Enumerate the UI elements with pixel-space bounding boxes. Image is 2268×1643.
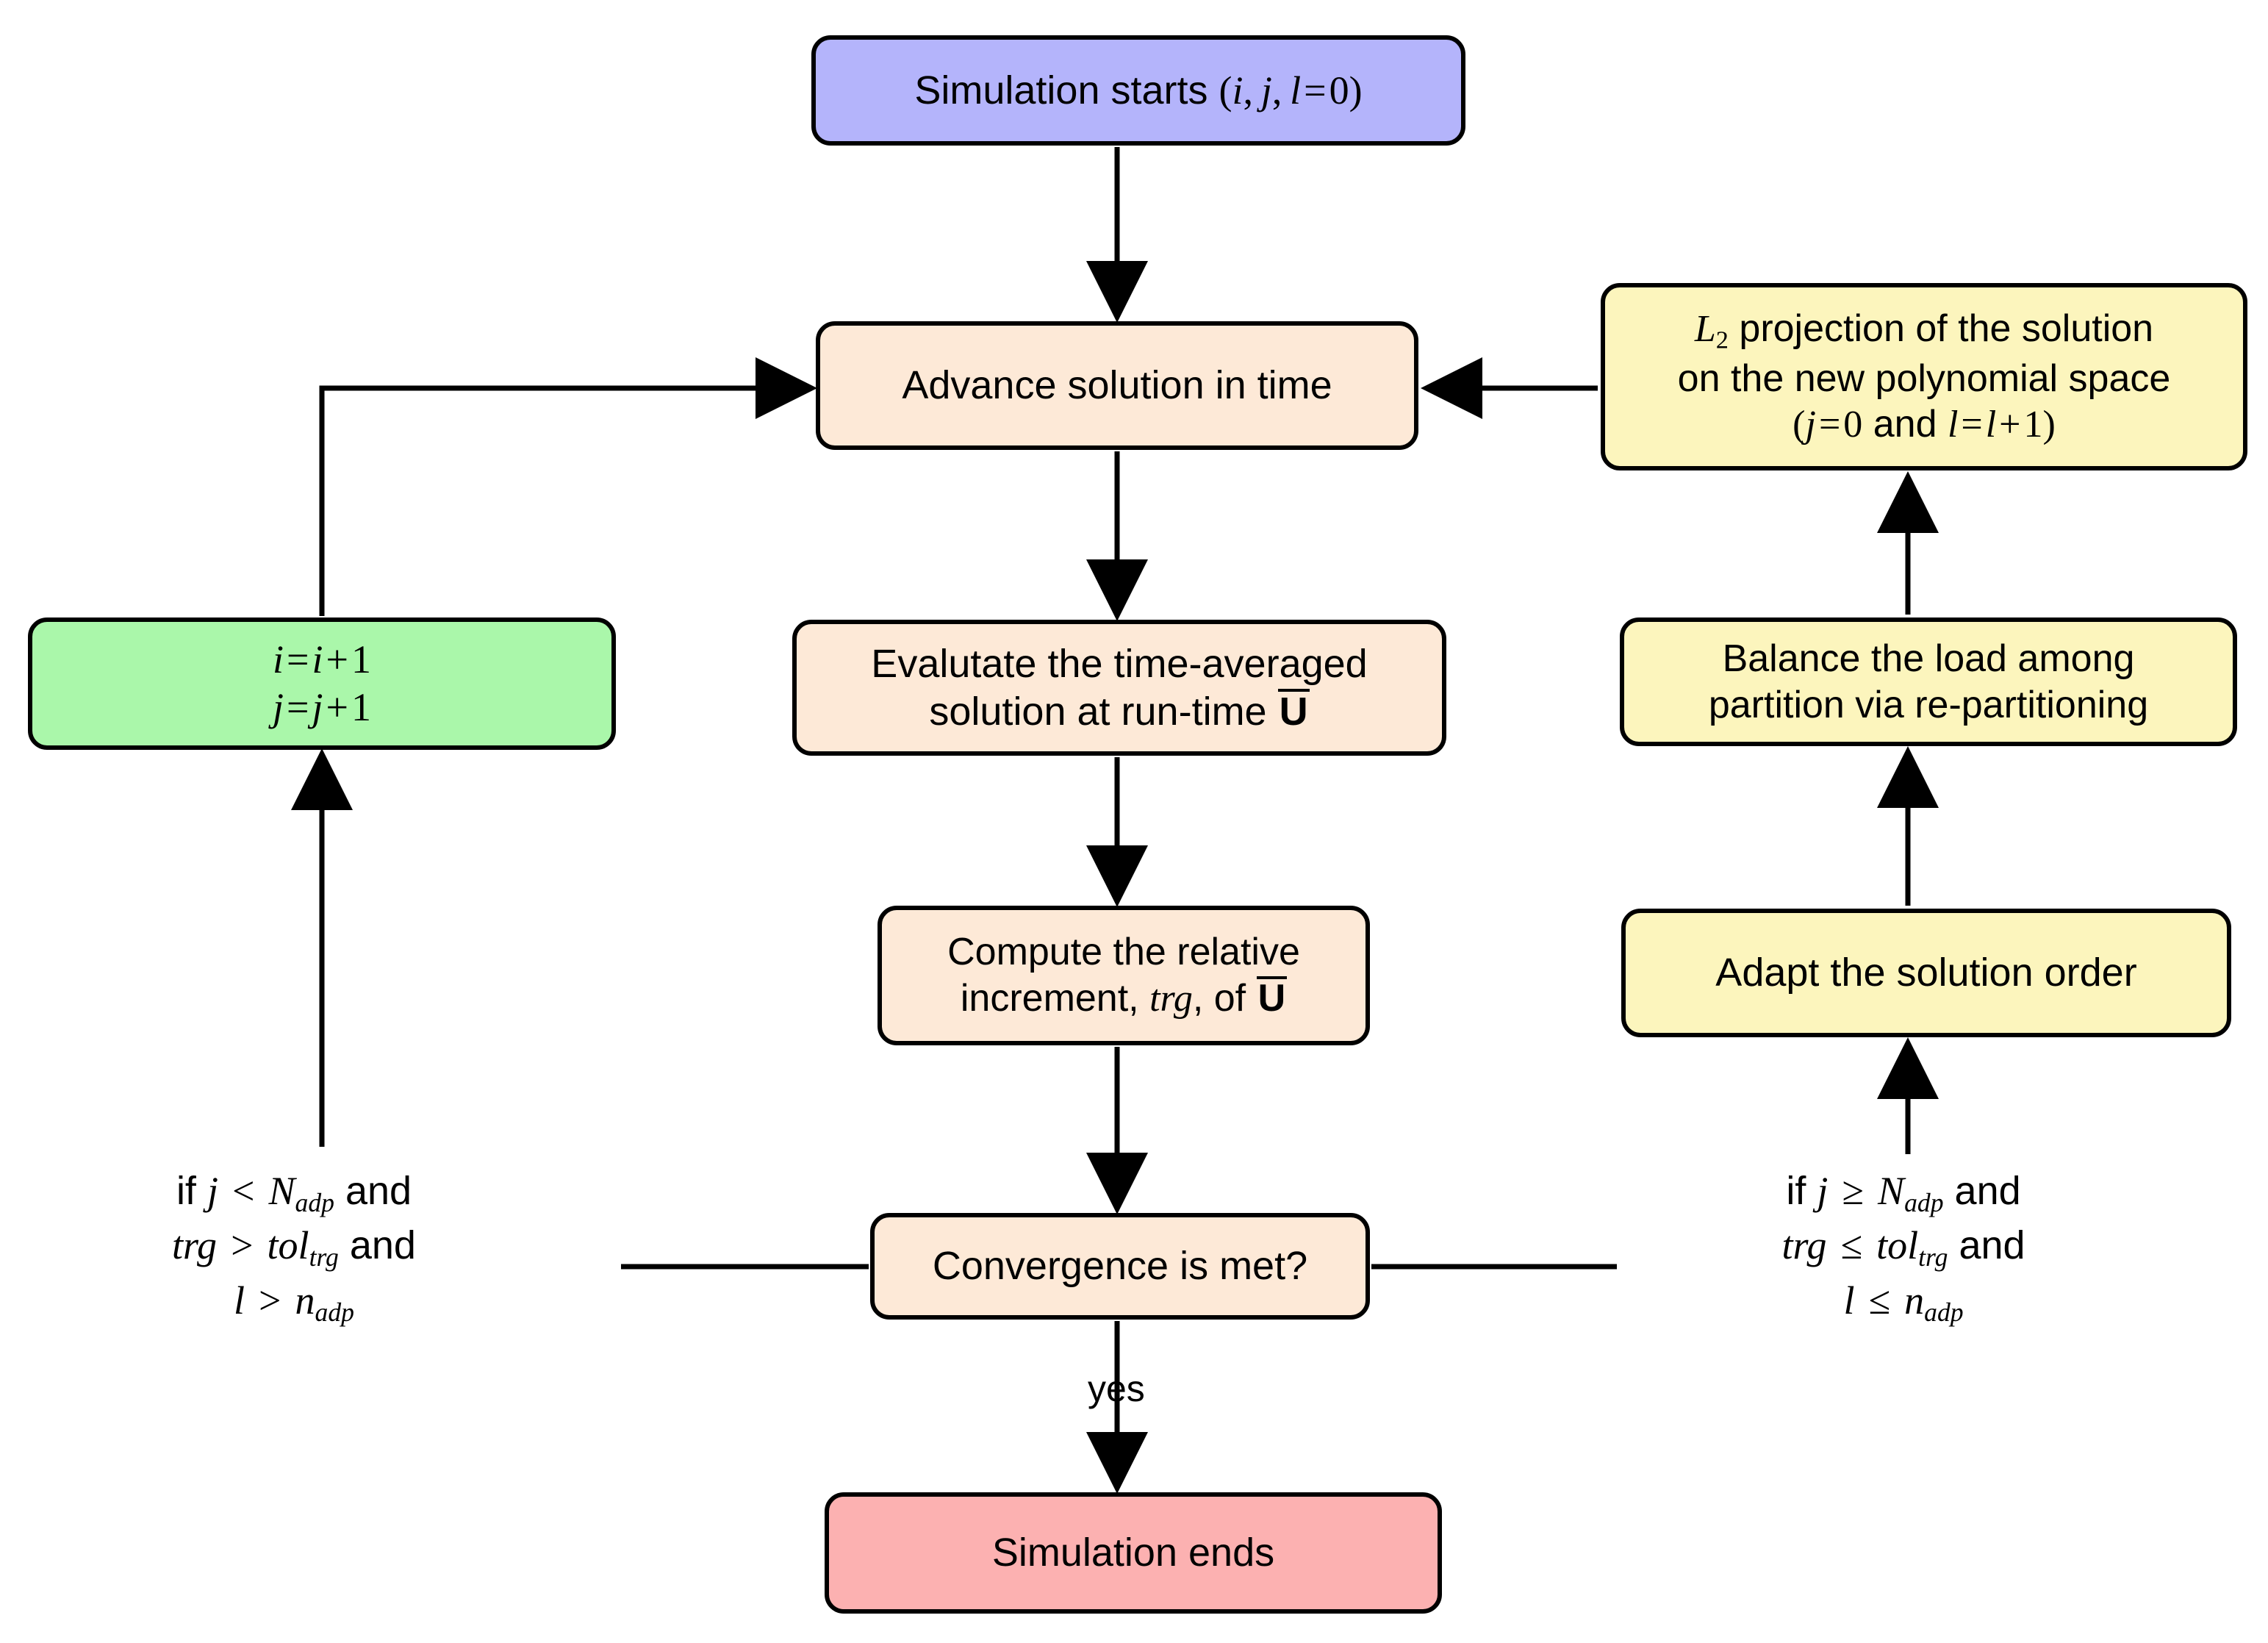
node-projection-subscript: 2 bbox=[1715, 326, 1729, 354]
edge-label-yes: yes bbox=[1088, 1368, 1145, 1409]
node-advance-solution-label: Advance solution in time bbox=[902, 363, 1332, 408]
u-bar-symbol: U bbox=[1256, 976, 1288, 1020]
node-balance-line2: partition via re-partitioning bbox=[1708, 683, 2149, 726]
node-compute-relative-increment[interactable]: Compute the relative increment, trg, of … bbox=[878, 906, 1370, 1045]
node-projection-line1: projection of the solution bbox=[1728, 307, 2154, 350]
condition-left: if j < Nadp and trg > toltrg and l > nad… bbox=[59, 1165, 529, 1329]
node-convergence-decision-label: Convergence is met? bbox=[932, 1244, 1308, 1289]
u-bar-symbol: U bbox=[1277, 688, 1310, 734]
node-balance-load[interactable]: Balance the load among partition via re-… bbox=[1620, 618, 2237, 746]
node-compute-line1: Compute the relative bbox=[947, 931, 1300, 974]
node-projection-line2: on the new polynomial space bbox=[1677, 357, 2171, 400]
node-projection-l: L bbox=[1694, 307, 1716, 350]
condition-right-row3: l ≤ nadp bbox=[1843, 1278, 1964, 1327]
node-l2-projection[interactable]: L2 projection of the solution on the new… bbox=[1601, 283, 2247, 470]
node-evaluate-line1: Evalutate the time-averaged bbox=[871, 641, 1368, 686]
node-compute-line2-mid: , of bbox=[1192, 976, 1246, 1020]
condition-right: if j ≥ Nadp and trg ≤ toltrg and l ≤ nad… bbox=[1668, 1165, 2139, 1329]
node-increment-counters[interactable]: i=i+1 j=j+1 bbox=[28, 618, 616, 750]
condition-left-row1: if j < Nadp and bbox=[176, 1169, 412, 1217]
node-simulation-start[interactable]: Simulation starts (i, j, l=0) bbox=[811, 35, 1465, 146]
trg-symbol: trg bbox=[1149, 977, 1193, 1020]
node-simulation-ends-label: Simulation ends bbox=[991, 1531, 1275, 1575]
condition-right-row2: trg ≤ toltrg and bbox=[1781, 1223, 2025, 1272]
node-increment-line1: i=i+1 bbox=[273, 637, 371, 682]
node-convergence-decision[interactable]: Convergence is met? bbox=[870, 1213, 1370, 1320]
node-adapt-solution-order-label: Adapt the solution order bbox=[1715, 951, 2137, 995]
node-projection-line3: (j=0 and l=l+1) bbox=[1792, 402, 2056, 445]
condition-left-row3: l > nadp bbox=[234, 1278, 354, 1327]
node-adapt-solution-order[interactable]: Adapt the solution order bbox=[1621, 909, 2231, 1037]
node-balance-line1: Balance the load among bbox=[1722, 637, 2135, 681]
node-evaluate-time-averaged[interactable]: Evalutate the time-averaged solution at … bbox=[792, 620, 1446, 756]
condition-left-row2: trg > toltrg and bbox=[172, 1223, 416, 1272]
node-compute-line2: increment, bbox=[960, 976, 1139, 1020]
condition-right-row1: if j ≥ Nadp and bbox=[1786, 1169, 2021, 1217]
node-increment-line2: j=j+1 bbox=[273, 685, 371, 729]
edge-increment-to-advance bbox=[319, 357, 817, 616]
node-simulation-start-label: Simulation starts (i, j, l=0) bbox=[914, 68, 1363, 112]
node-evaluate-line2: solution at run-time bbox=[929, 689, 1267, 734]
node-advance-solution[interactable]: Advance solution in time bbox=[816, 321, 1418, 450]
node-simulation-ends[interactable]: Simulation ends bbox=[825, 1492, 1442, 1614]
